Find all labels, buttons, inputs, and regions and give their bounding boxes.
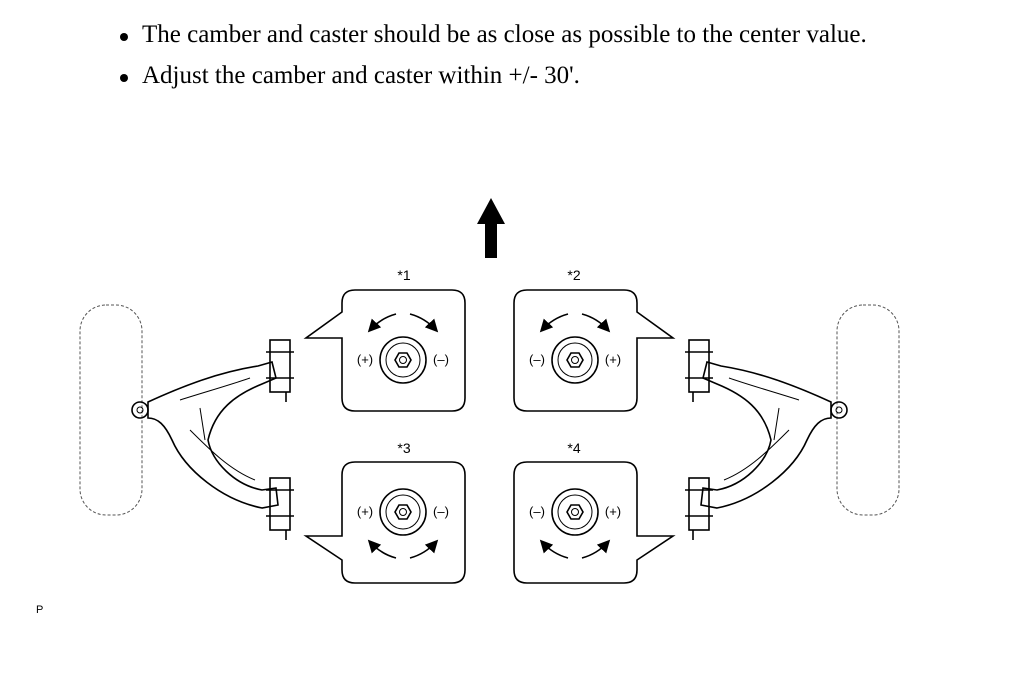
left-lower-arm <box>131 339 294 540</box>
callout-label: *3 <box>397 440 410 456</box>
callout-4: *4 (–) (+) <box>513 440 676 584</box>
sign-left: (+) <box>357 504 373 519</box>
callout-2: *2 (–) (+) <box>513 267 676 412</box>
note-item: Adjust the camber and caster within +/- … <box>118 61 998 90</box>
notes-list: The camber and caster should be as close… <box>118 20 998 102</box>
bullet-icon <box>120 74 128 82</box>
rotation-arrow-icon <box>539 539 569 559</box>
rotation-arrow-icon <box>367 539 397 559</box>
cam-bolt-icon <box>551 336 599 384</box>
cam-bolt-icon <box>379 336 427 384</box>
callout-label: *1 <box>397 267 410 283</box>
callout-3: *3 (+) (–) <box>303 440 466 584</box>
rotation-arrow-icon <box>367 313 397 333</box>
sign-right: (+) <box>605 504 621 519</box>
note-item: The camber and caster should be as close… <box>118 20 998 49</box>
rotation-arrow-icon <box>581 313 611 333</box>
left-wheel <box>79 304 143 516</box>
cam-bolt-icon <box>551 488 599 536</box>
arrow-up-icon <box>477 198 505 258</box>
sign-left: (–) <box>529 504 545 519</box>
rotation-arrow-icon <box>581 539 611 559</box>
sign-left: (+) <box>357 352 373 367</box>
sign-left: (–) <box>529 352 545 367</box>
sign-right: (–) <box>433 352 449 367</box>
rotation-arrow-icon <box>409 539 439 559</box>
sign-right: (–) <box>433 504 449 519</box>
callout-label: *2 <box>567 267 580 283</box>
cam-bolt-icon <box>379 488 427 536</box>
bullet-icon <box>120 33 128 41</box>
right-lower-arm <box>685 339 848 540</box>
rotation-arrow-icon <box>409 313 439 333</box>
footer-mark: P <box>36 604 43 616</box>
callout-1: *1 (+) (–) <box>303 267 466 412</box>
right-wheel <box>836 304 900 516</box>
callout-label: *4 <box>567 440 580 456</box>
sign-right: (+) <box>605 352 621 367</box>
rotation-arrow-icon <box>539 313 569 333</box>
